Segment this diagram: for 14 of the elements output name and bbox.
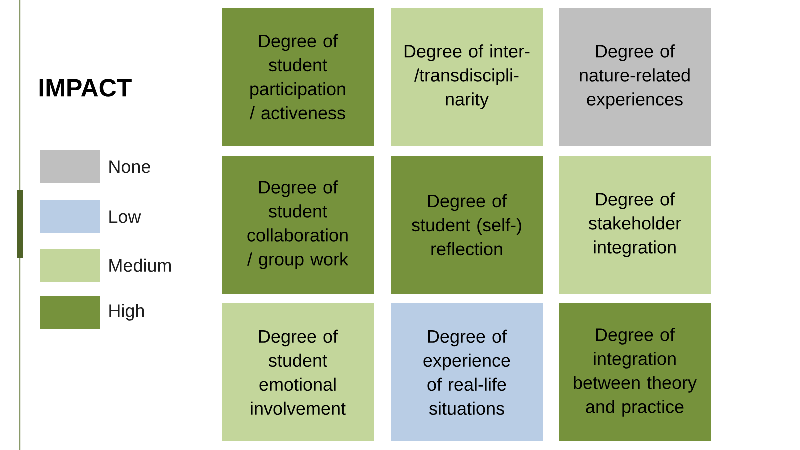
impact-box: Degree of student participation / activeness	[222, 8, 374, 146]
impact-box: Degree of student collaboration / group work	[222, 156, 374, 294]
legend-label: High	[110, 304, 144, 321]
impact-box: Degree of student emotional involvement	[222, 304, 374, 442]
impact-box: Degree of stakeholder integration	[559, 156, 711, 294]
legend-label: Low	[110, 210, 142, 224]
impact-box: Degree of integration between theory and practice	[559, 304, 711, 442]
legend-label: None	[110, 160, 150, 174]
legend-label: Medium	[110, 258, 172, 272]
impact-box: Degree of nature-related experiences	[559, 8, 711, 146]
heading: IMPACT	[40, 79, 132, 97]
impact-box: Degree of experience of real-life situations	[391, 304, 543, 442]
impact-box: Degree of inter- /transdiscipli- narity	[391, 8, 543, 146]
impact-box: Degree of student (self-) reflection	[391, 156, 543, 294]
